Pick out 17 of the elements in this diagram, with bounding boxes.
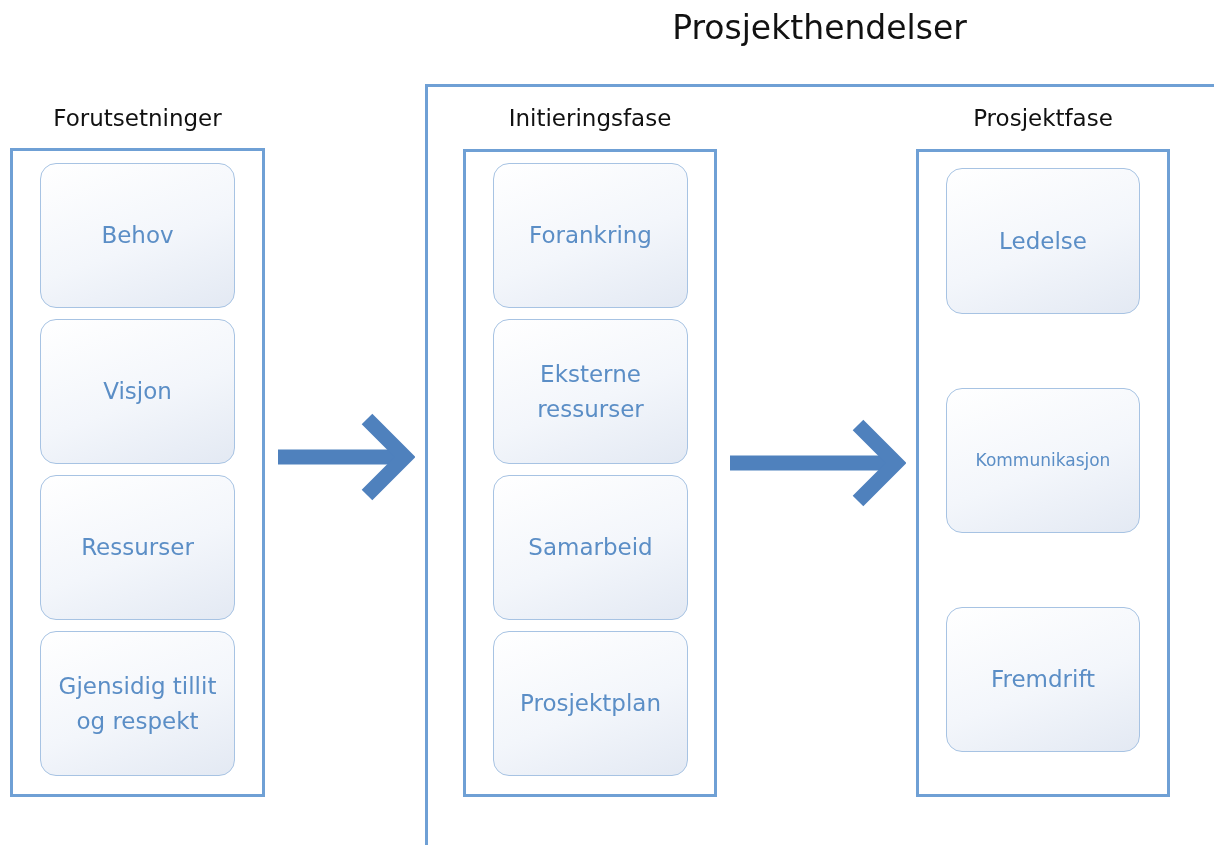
arrow	[730, 417, 904, 509]
group-heading: Prosjekthendelser	[671, 8, 968, 47]
item-box: Behov	[40, 163, 235, 308]
item-box: Ledelse	[946, 168, 1140, 314]
arrow	[278, 411, 413, 503]
item-box: Forankring	[493, 163, 688, 308]
item-box: Gjensidig tillit og respekt	[40, 631, 235, 776]
item-box: Visjon	[40, 319, 235, 464]
group-heading: Initieringsfase	[507, 105, 673, 131]
item-box: Ressurser	[40, 475, 235, 620]
item-box: Fremdrift	[946, 607, 1140, 752]
item-box: Kommunikasjon	[946, 388, 1140, 533]
item-box: Eksterne ressurser	[493, 319, 688, 464]
group-heading: Forutsetninger	[52, 105, 223, 131]
group-heading: Prosjektfase	[972, 105, 1114, 131]
item-box: Prosjektplan	[493, 631, 688, 776]
item-box: Samarbeid	[493, 475, 688, 620]
